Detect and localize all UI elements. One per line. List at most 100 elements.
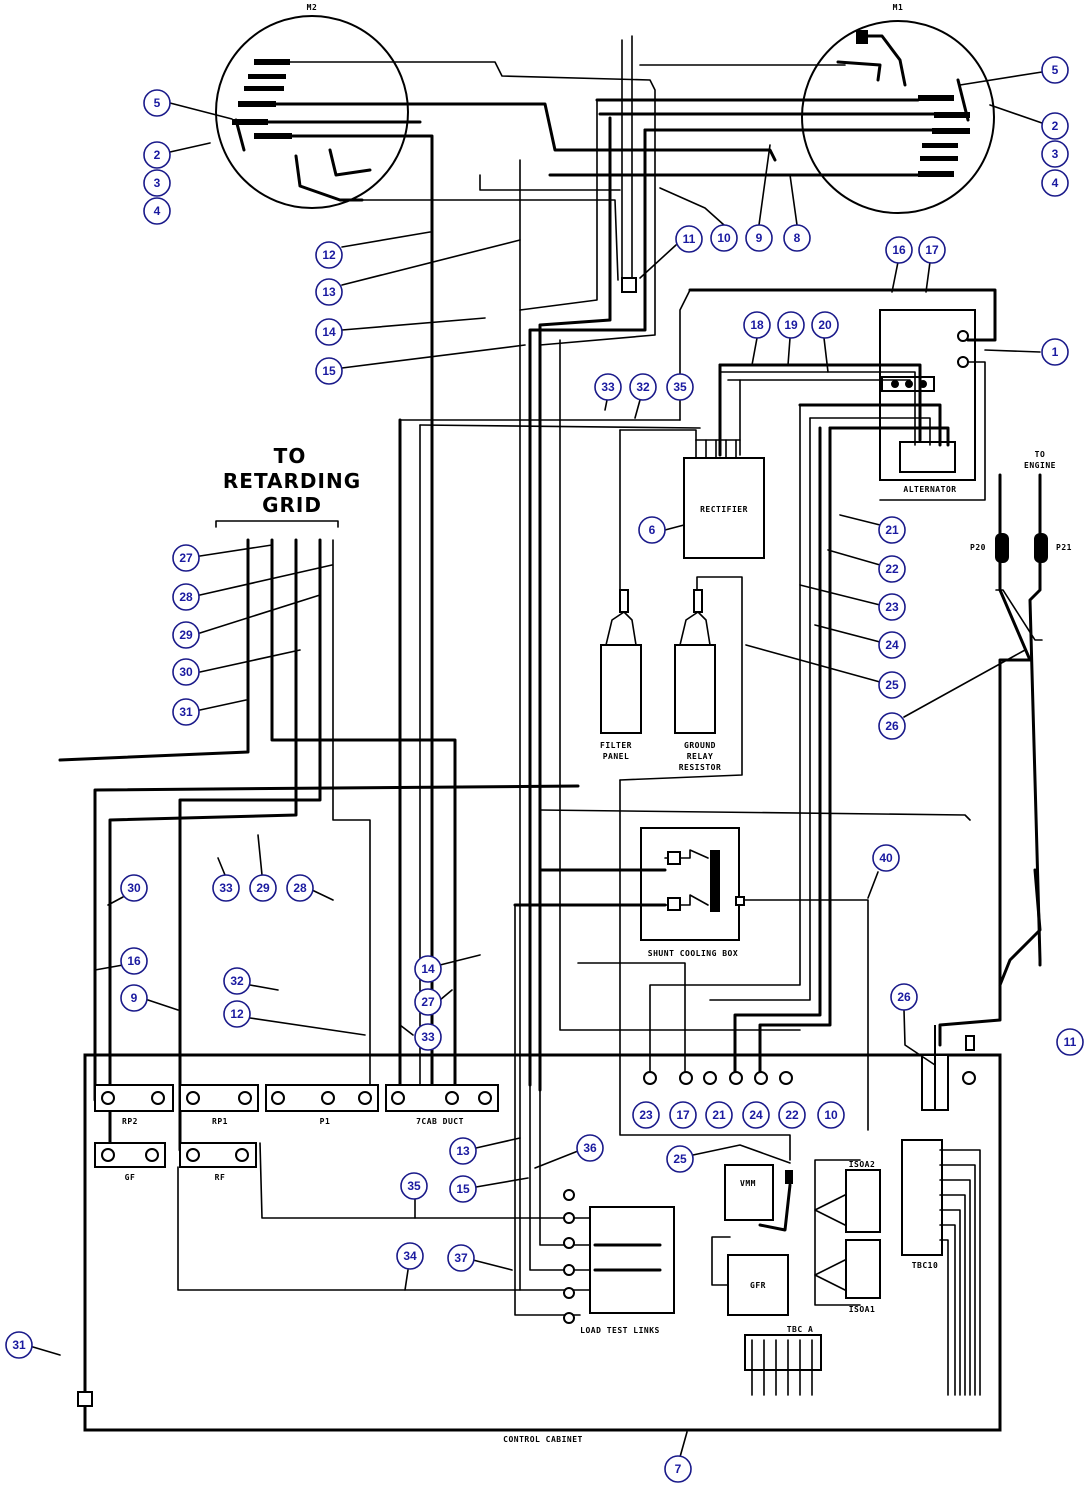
callout-22-mid: 22 <box>878 555 906 583</box>
callout-29-lower: 29 <box>249 874 277 902</box>
callout-24-mid: 24 <box>878 631 906 659</box>
svg-text:40: 40 <box>879 851 893 865</box>
callout-25-mid: 25 <box>878 671 906 699</box>
callout-15-cab: 15 <box>449 1175 477 1203</box>
svg-text:6: 6 <box>649 523 656 537</box>
svg-text:12: 12 <box>322 248 336 262</box>
grr-label-2: RELAY <box>687 752 714 761</box>
engine-connectors: P20 P21 TO ENGINE <box>970 450 1072 563</box>
callout-25-cab: 25 <box>666 1145 694 1173</box>
svg-text:14: 14 <box>322 325 336 339</box>
svg-text:33: 33 <box>421 1030 435 1044</box>
svg-text:33: 33 <box>219 881 233 895</box>
callout-32-top: 32 <box>629 373 657 401</box>
svg-text:15: 15 <box>456 1182 470 1196</box>
svg-text:30: 30 <box>179 665 193 679</box>
m1-label: M1 <box>893 3 904 12</box>
callout-35-cab: 35 <box>400 1172 428 1200</box>
svg-text:36: 36 <box>583 1141 597 1155</box>
callout-2-right: 2 <box>1041 112 1069 140</box>
callout-40: 40 <box>872 844 900 872</box>
callout-3-right: 3 <box>1041 140 1069 168</box>
svg-text:25: 25 <box>885 678 899 692</box>
svg-text:14: 14 <box>421 962 435 976</box>
svg-text:31: 31 <box>179 705 193 719</box>
grr-label-3: RESISTOR <box>679 763 722 772</box>
callout-19: 19 <box>777 311 805 339</box>
p21-label: P21 <box>1056 543 1072 552</box>
callout-30-lower: 30 <box>120 874 148 902</box>
m2-label: M2 <box>307 3 318 12</box>
svg-text:27: 27 <box>421 995 435 1009</box>
isoa1-label: ISOA1 <box>849 1305 876 1314</box>
grid-label: GRID <box>262 493 322 517</box>
svg-text:37: 37 <box>454 1251 468 1265</box>
callout-31-grid: 31 <box>172 698 200 726</box>
motor-m1: M1 <box>801 3 995 214</box>
svg-text:28: 28 <box>179 590 193 604</box>
callouts: 5 2 3 4 5 2 3 4 10 9 8 11 12 13 14 15 16… <box>5 56 1084 1483</box>
svg-text:8: 8 <box>794 231 801 245</box>
rectifier-label: RECTIFIER <box>700 505 748 514</box>
grr-label-1: GROUND <box>684 741 716 750</box>
svg-text:12: 12 <box>230 1007 244 1021</box>
svg-text:3: 3 <box>1052 147 1059 161</box>
to-engine-label-2: ENGINE <box>1024 461 1056 470</box>
svg-text:25: 25 <box>673 1152 687 1166</box>
callout-27-lower: 27 <box>414 988 442 1016</box>
alternator-label: ALTERNATOR <box>903 485 956 494</box>
svg-text:10: 10 <box>717 231 731 245</box>
svg-text:33: 33 <box>601 380 615 394</box>
callout-13-top: 13 <box>315 278 343 306</box>
svg-text:18: 18 <box>750 318 764 332</box>
callout-14-lower: 14 <box>414 955 442 983</box>
svg-text:11: 11 <box>683 232 696 246</box>
svg-text:11: 11 <box>1064 1035 1077 1049</box>
callout-37: 37 <box>447 1244 475 1272</box>
callout-35-top: 35 <box>666 373 694 401</box>
callout-23-mid: 23 <box>878 593 906 621</box>
svg-text:17: 17 <box>925 243 939 257</box>
callout-12-lower: 12 <box>223 1000 251 1028</box>
callout-3-left: 3 <box>143 169 171 197</box>
callout-30-grid: 30 <box>172 658 200 686</box>
svg-text:16: 16 <box>127 954 141 968</box>
filter-label-2: PANEL <box>603 752 630 761</box>
svg-text:10: 10 <box>824 1108 838 1122</box>
right-cables <box>539 404 1043 1161</box>
tbc-a-label: TBC A <box>787 1325 814 1334</box>
svg-text:9: 9 <box>131 991 138 1005</box>
svg-text:31: 31 <box>12 1338 26 1352</box>
callout-8-top: 8 <box>783 224 811 252</box>
motor-cables <box>266 35 968 1092</box>
callout-29-grid: 29 <box>172 621 200 649</box>
svg-text:32: 32 <box>230 974 244 988</box>
retarding-label: RETARDING <box>223 469 361 493</box>
callout-17-top: 17 <box>918 236 946 264</box>
svg-text:30: 30 <box>127 881 141 895</box>
callout-4-right: 4 <box>1041 169 1069 197</box>
control-cabinet: CONTROL CABINET RP2 RP1 P1 7CAB DUCT GF … <box>77 1025 1002 1444</box>
leader-lines <box>32 71 1043 1458</box>
svg-text:26: 26 <box>897 990 911 1004</box>
svg-text:2: 2 <box>154 148 161 162</box>
svg-text:27: 27 <box>179 551 193 565</box>
svg-text:28: 28 <box>293 881 307 895</box>
svg-text:13: 13 <box>322 285 336 299</box>
svg-text:21: 21 <box>712 1108 726 1122</box>
gfr-label: GFR <box>750 1281 766 1290</box>
callout-1: 1 <box>1041 338 1069 366</box>
callout-22-cab: 22 <box>778 1101 806 1129</box>
callout-26-mid: 26 <box>878 712 906 740</box>
to-engine-label-1: TO <box>1035 450 1046 459</box>
callout-9-top: 9 <box>745 224 773 252</box>
p20-label: P20 <box>970 543 986 552</box>
callout-16-lower: 16 <box>120 947 148 975</box>
svg-text:29: 29 <box>179 628 193 642</box>
callout-14-top: 14 <box>315 318 343 346</box>
svg-text:5: 5 <box>154 96 161 110</box>
svg-text:15: 15 <box>322 364 336 378</box>
shunt-label: SHUNT COOLING BOX <box>648 949 738 958</box>
callout-7: 7 <box>664 1455 692 1483</box>
